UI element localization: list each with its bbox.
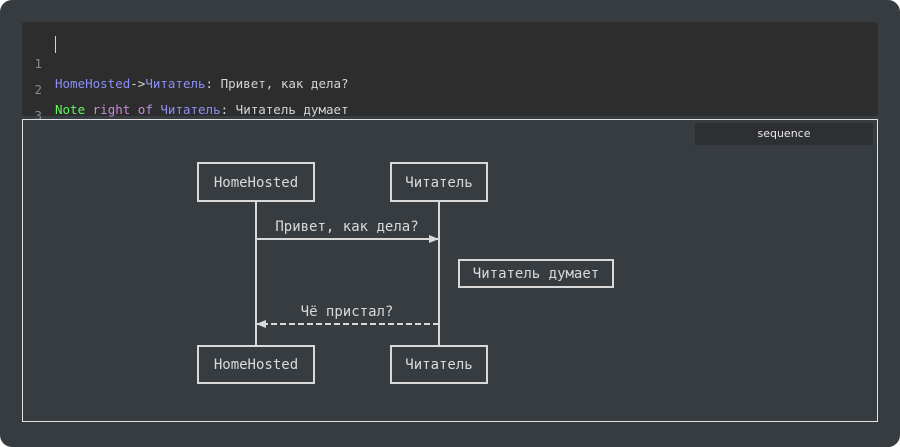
code-token-actor: HomeHosted	[55, 76, 131, 91]
code-line[interactable]: 1 HomeHosted->Читатель: Привет, как дела…	[22, 34, 878, 91]
code-token-actor: Читатель	[145, 76, 206, 91]
line-code[interactable]: HomeHosted->Читатель: Привет, как дела?	[55, 74, 349, 94]
participant-box-bottom-right	[390, 345, 488, 384]
code-token-text: Читатель думает	[235, 102, 349, 117]
code-token-arrow: ->	[130, 76, 146, 91]
sequence-diagram: HomeHosted Читатель Привет, как дела? Чи…	[197, 162, 614, 384]
code-token-kw: right of	[92, 102, 153, 117]
participant-label-bottom-left: HomeHosted	[214, 357, 298, 373]
code-token-note: Note	[55, 102, 86, 117]
participant-label-top-left: HomeHosted	[214, 175, 298, 191]
line-number: 3	[34, 108, 42, 123]
participant-box-bottom-left	[197, 345, 315, 384]
participant-box-top-right	[390, 162, 488, 202]
note-label: Читатель думает	[473, 266, 599, 282]
code-token-text: Привет, как дела?	[220, 76, 349, 91]
text-cursor	[55, 36, 56, 53]
code-editor[interactable]: 1 HomeHosted->Читатель: Привет, как дела…	[22, 22, 878, 143]
participant-box-top-left	[197, 162, 315, 202]
message-label-1: Привет, как дела?	[275, 219, 418, 235]
line-number: 1	[34, 56, 42, 71]
line-code[interactable]: Note right of Читатель: Читатель думает	[55, 100, 349, 120]
code-token-arrow: :	[205, 76, 221, 91]
code-token-arrow: :	[220, 102, 236, 117]
line-number: 2	[34, 82, 42, 97]
diagram-type-badge: sequence	[695, 123, 873, 145]
note-box	[458, 259, 614, 288]
participant-label-bottom-right: Читатель	[405, 357, 472, 373]
code-line[interactable]: 3 Читатель-->HomeHosted: Чё пристал?	[22, 86, 878, 143]
participant-label-top-right: Читатель	[405, 175, 472, 191]
diagram-preview: sequence HomeHosted Читатель Привет, как…	[22, 119, 878, 422]
code-token-actor: Читатель	[160, 102, 221, 117]
message-label-2: Чё пристал?	[301, 304, 394, 320]
code-line[interactable]: 2 Note right of Читатель: Читатель думае…	[22, 60, 878, 117]
